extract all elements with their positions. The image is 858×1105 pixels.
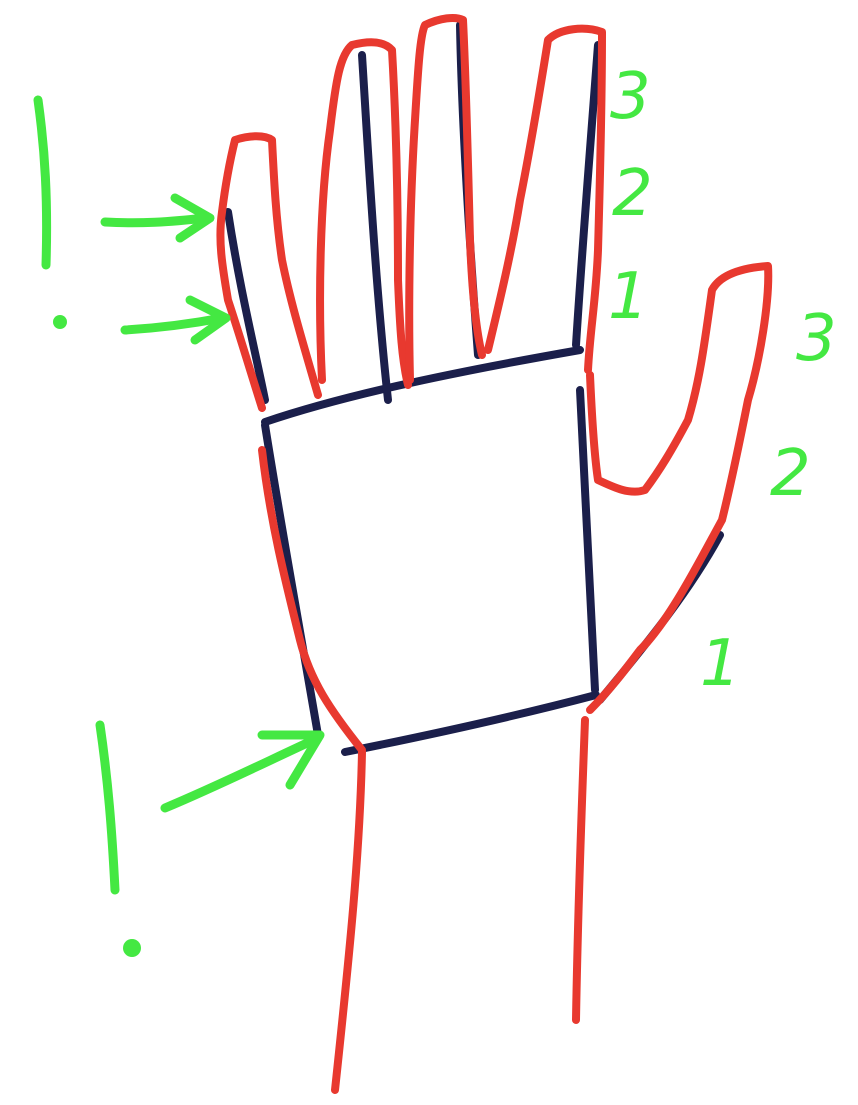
exclamation-dot-top — [53, 315, 67, 329]
finger-segment-labels: 3 2 1 — [608, 60, 653, 334]
arrow-right-icon — [125, 300, 226, 340]
thumb-segment-label-1: 1 — [700, 627, 741, 701]
exclamation-icon — [38, 100, 47, 265]
warning-mark-top: ! — [0, 0, 1, 1]
exclamation-icon — [100, 725, 115, 890]
thumb-segment-label-2: 2 — [770, 437, 811, 511]
thumb-segment-label-3: 3 — [796, 302, 837, 376]
warning-mark-bottom: ! — [0, 0, 1, 1]
palm-bottom-edge — [345, 695, 596, 752]
arrow-right-icon — [165, 735, 320, 808]
finger-segment-label-1: 1 — [608, 260, 649, 334]
finger-bone-middle — [362, 55, 388, 400]
middle-finger-outline — [409, 18, 482, 380]
exclamation-dot-bottom — [123, 939, 141, 957]
palm-left-edge — [265, 425, 318, 735]
forearm-right-outline — [576, 720, 585, 1020]
finger-segment-label-3: 3 — [610, 60, 651, 134]
thumb-segment-labels: 3 2 1 — [700, 302, 837, 701]
hand-outline — [220, 18, 768, 1090]
arrow-right-icon — [105, 198, 210, 238]
finger-segment-label-2: 2 — [612, 157, 653, 231]
forearm-left-outline — [335, 752, 362, 1090]
